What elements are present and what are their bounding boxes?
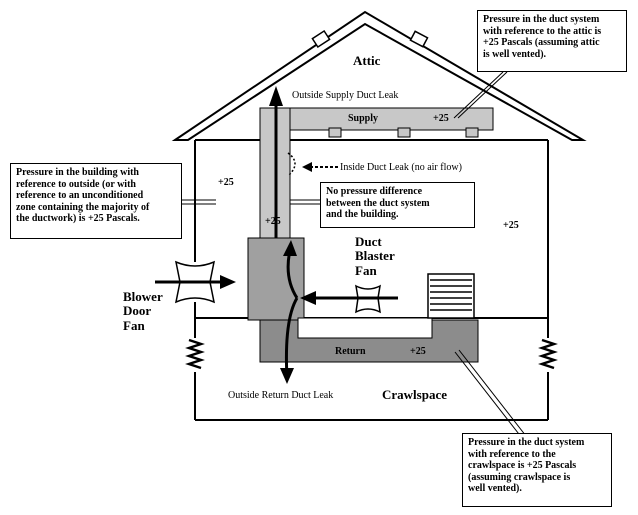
grille-slats: [430, 279, 472, 311]
blaster-up-arrowhead: [283, 240, 297, 256]
blaster-down-arrow: [284, 297, 299, 379]
duct-blaster-flow-head: [300, 291, 316, 305]
supply-register-2: [397, 127, 411, 138]
duct-blaster-fan-label: Duct Blaster Fan: [355, 234, 395, 278]
crawl-leader: [454, 351, 523, 439]
building-pressure-right: +25: [503, 220, 519, 231]
air-handler-box: [247, 237, 305, 321]
return-label: Return: [335, 346, 366, 357]
crawlspace-callout: Pressure in the duct system with referen…: [462, 433, 612, 507]
crawlspace-label: Crawlspace: [382, 387, 447, 402]
supply-label: Supply: [348, 113, 379, 124]
outside-return-leak-label: Outside Return Duct Leak: [228, 390, 334, 401]
supply-register-3: [465, 127, 479, 138]
blaster-down-arrowhead: [280, 368, 294, 384]
duct-pressure: +25: [265, 216, 281, 227]
inside-leak-arc: [287, 152, 296, 177]
supply-register-1: [328, 127, 342, 138]
inside-leak-pointer-head: [302, 162, 312, 172]
building-callout: Pressure in the building with reference …: [10, 163, 182, 239]
return-pressure: +25: [410, 346, 426, 357]
supply-leak-arrowhead: [269, 86, 283, 106]
attic-callout: Pressure in the duct system with referen…: [477, 10, 627, 72]
blower-door-fan-label: Blower Door Fan: [123, 289, 163, 333]
outside-supply-leak-label: Outside Supply Duct Leak: [292, 90, 399, 101]
building-pressure-left: +25: [218, 177, 234, 188]
blower-door-flow-head: [220, 275, 236, 289]
crawl-vent-left: [185, 338, 205, 370]
crawl-vent-right: [538, 338, 558, 370]
inside-duct-leak-label: Inside Duct Leak (no air flow): [340, 162, 462, 173]
return-channel: [297, 317, 433, 339]
attic-label: Attic: [353, 53, 381, 68]
attic-leader-2: [457, 71, 508, 119]
crawl-leader-2: [458, 349, 527, 437]
supply-pressure: +25: [433, 113, 449, 124]
no-difference-callout: No pressure difference between the duct …: [320, 182, 475, 228]
roof-vent-right: [409, 30, 429, 48]
roof: [171, 10, 587, 141]
attic-leader: [453, 71, 504, 119]
roof-vent-left: [311, 29, 331, 49]
